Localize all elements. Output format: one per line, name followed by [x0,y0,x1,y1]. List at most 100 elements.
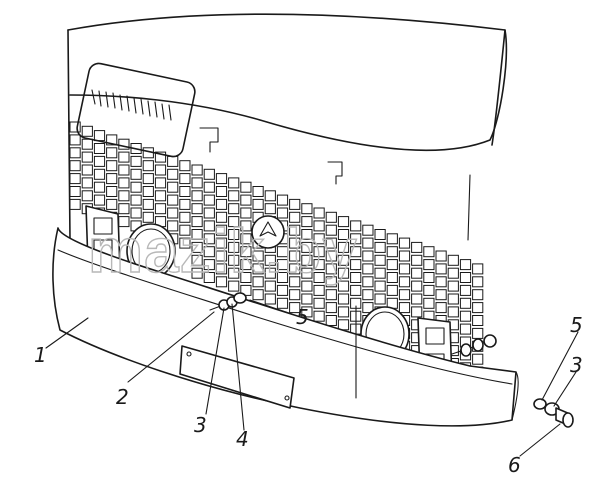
grille-cell [240,233,252,245]
grille-cell [337,216,350,228]
grille-cell [228,203,240,215]
watermark: mazik.by [88,217,358,286]
grille-cell [142,147,154,159]
license-plate-bracket [179,345,295,409]
grille-cell [447,306,459,318]
grille-cell [93,168,106,180]
grille-cell [203,194,215,206]
grille-cell [252,289,264,301]
grille-cell [362,250,374,262]
grille-cell [423,284,435,296]
grille-cell [93,155,106,167]
grille-cell [301,306,313,318]
grille-cell [228,280,240,292]
front-bumper [52,227,519,427]
grille-cell [276,297,289,309]
marker-left [199,127,219,153]
grille-cell [447,293,459,305]
grille-cell [93,194,106,206]
grille-cell [215,198,228,210]
grille-cell [337,241,350,253]
grille-cell [276,246,289,258]
grille-cell [118,151,130,163]
grille-cell [276,284,289,296]
grille-cell [289,198,301,210]
grille-cell [386,259,398,271]
grille-cell [362,237,374,249]
grille-cell [472,353,484,365]
grille-cell [423,272,435,283]
grille-cell [411,306,423,318]
grille-cell [337,267,350,279]
grille-cell [289,289,301,301]
grille-cell [398,263,411,275]
grille-cell [313,284,325,296]
grille-cell [93,181,106,193]
grille-cell [93,143,106,154]
grille-cell [167,194,179,206]
grille-cell [228,229,240,240]
grille-cell [191,216,203,228]
grille-cell [81,125,93,137]
grille-cell [81,177,93,189]
grille-cell [228,267,240,279]
grille-cell [240,220,252,232]
grille-cell [472,276,484,288]
grille-cell [215,250,228,262]
grille-cell [325,263,337,275]
grille-cell [435,263,447,275]
grille-cell [264,293,276,305]
grille-cell [191,267,203,279]
grille-cell [398,289,411,301]
grille-cell [398,250,411,262]
grille-cell [313,259,325,271]
grille-cell [398,276,411,288]
grille-cell [459,297,472,309]
grille-cell [276,272,289,283]
grille-cell [337,229,350,240]
grille-cell [301,280,313,292]
grille-cell [93,130,106,142]
grille-cell [350,284,362,296]
grille-cell [289,302,301,314]
callout-3: 3 [194,413,207,437]
grille-cell [313,272,325,283]
grille-cell [167,155,179,167]
grille-cell [264,254,276,266]
grille-cell [142,173,154,185]
grille-cell [301,267,313,279]
grille-cell [203,168,215,180]
grille-cell [118,138,130,150]
marker-right [327,161,343,185]
grille-cell [362,302,374,314]
grille-cell [435,250,447,262]
grille-cell [459,310,472,322]
grille-cell [191,190,203,202]
grille-cell [472,327,484,339]
grille-cell [362,263,374,275]
grille-cell [350,220,362,232]
grille-cell [398,302,411,314]
grille-cell [179,237,191,249]
grille-cell [301,241,313,253]
grille-cell [81,190,93,202]
grille-cell [252,276,264,288]
grille-cell [69,186,81,197]
grille-cell [435,276,447,288]
radiator-grille [69,121,484,378]
grille-cell [398,237,411,249]
grille-cell [106,134,118,146]
grille-cell [228,190,240,202]
grille-cell [325,211,337,223]
grille-cell [374,293,386,305]
grille-cell [203,246,215,258]
grille-cell [411,293,423,305]
grille-cell [240,181,252,193]
grille-cell [313,220,325,232]
grille-cell [386,284,398,296]
grille-cell [215,263,228,275]
grille-cell [240,272,252,283]
grille-cell [447,254,459,266]
grille-cell [374,241,386,253]
